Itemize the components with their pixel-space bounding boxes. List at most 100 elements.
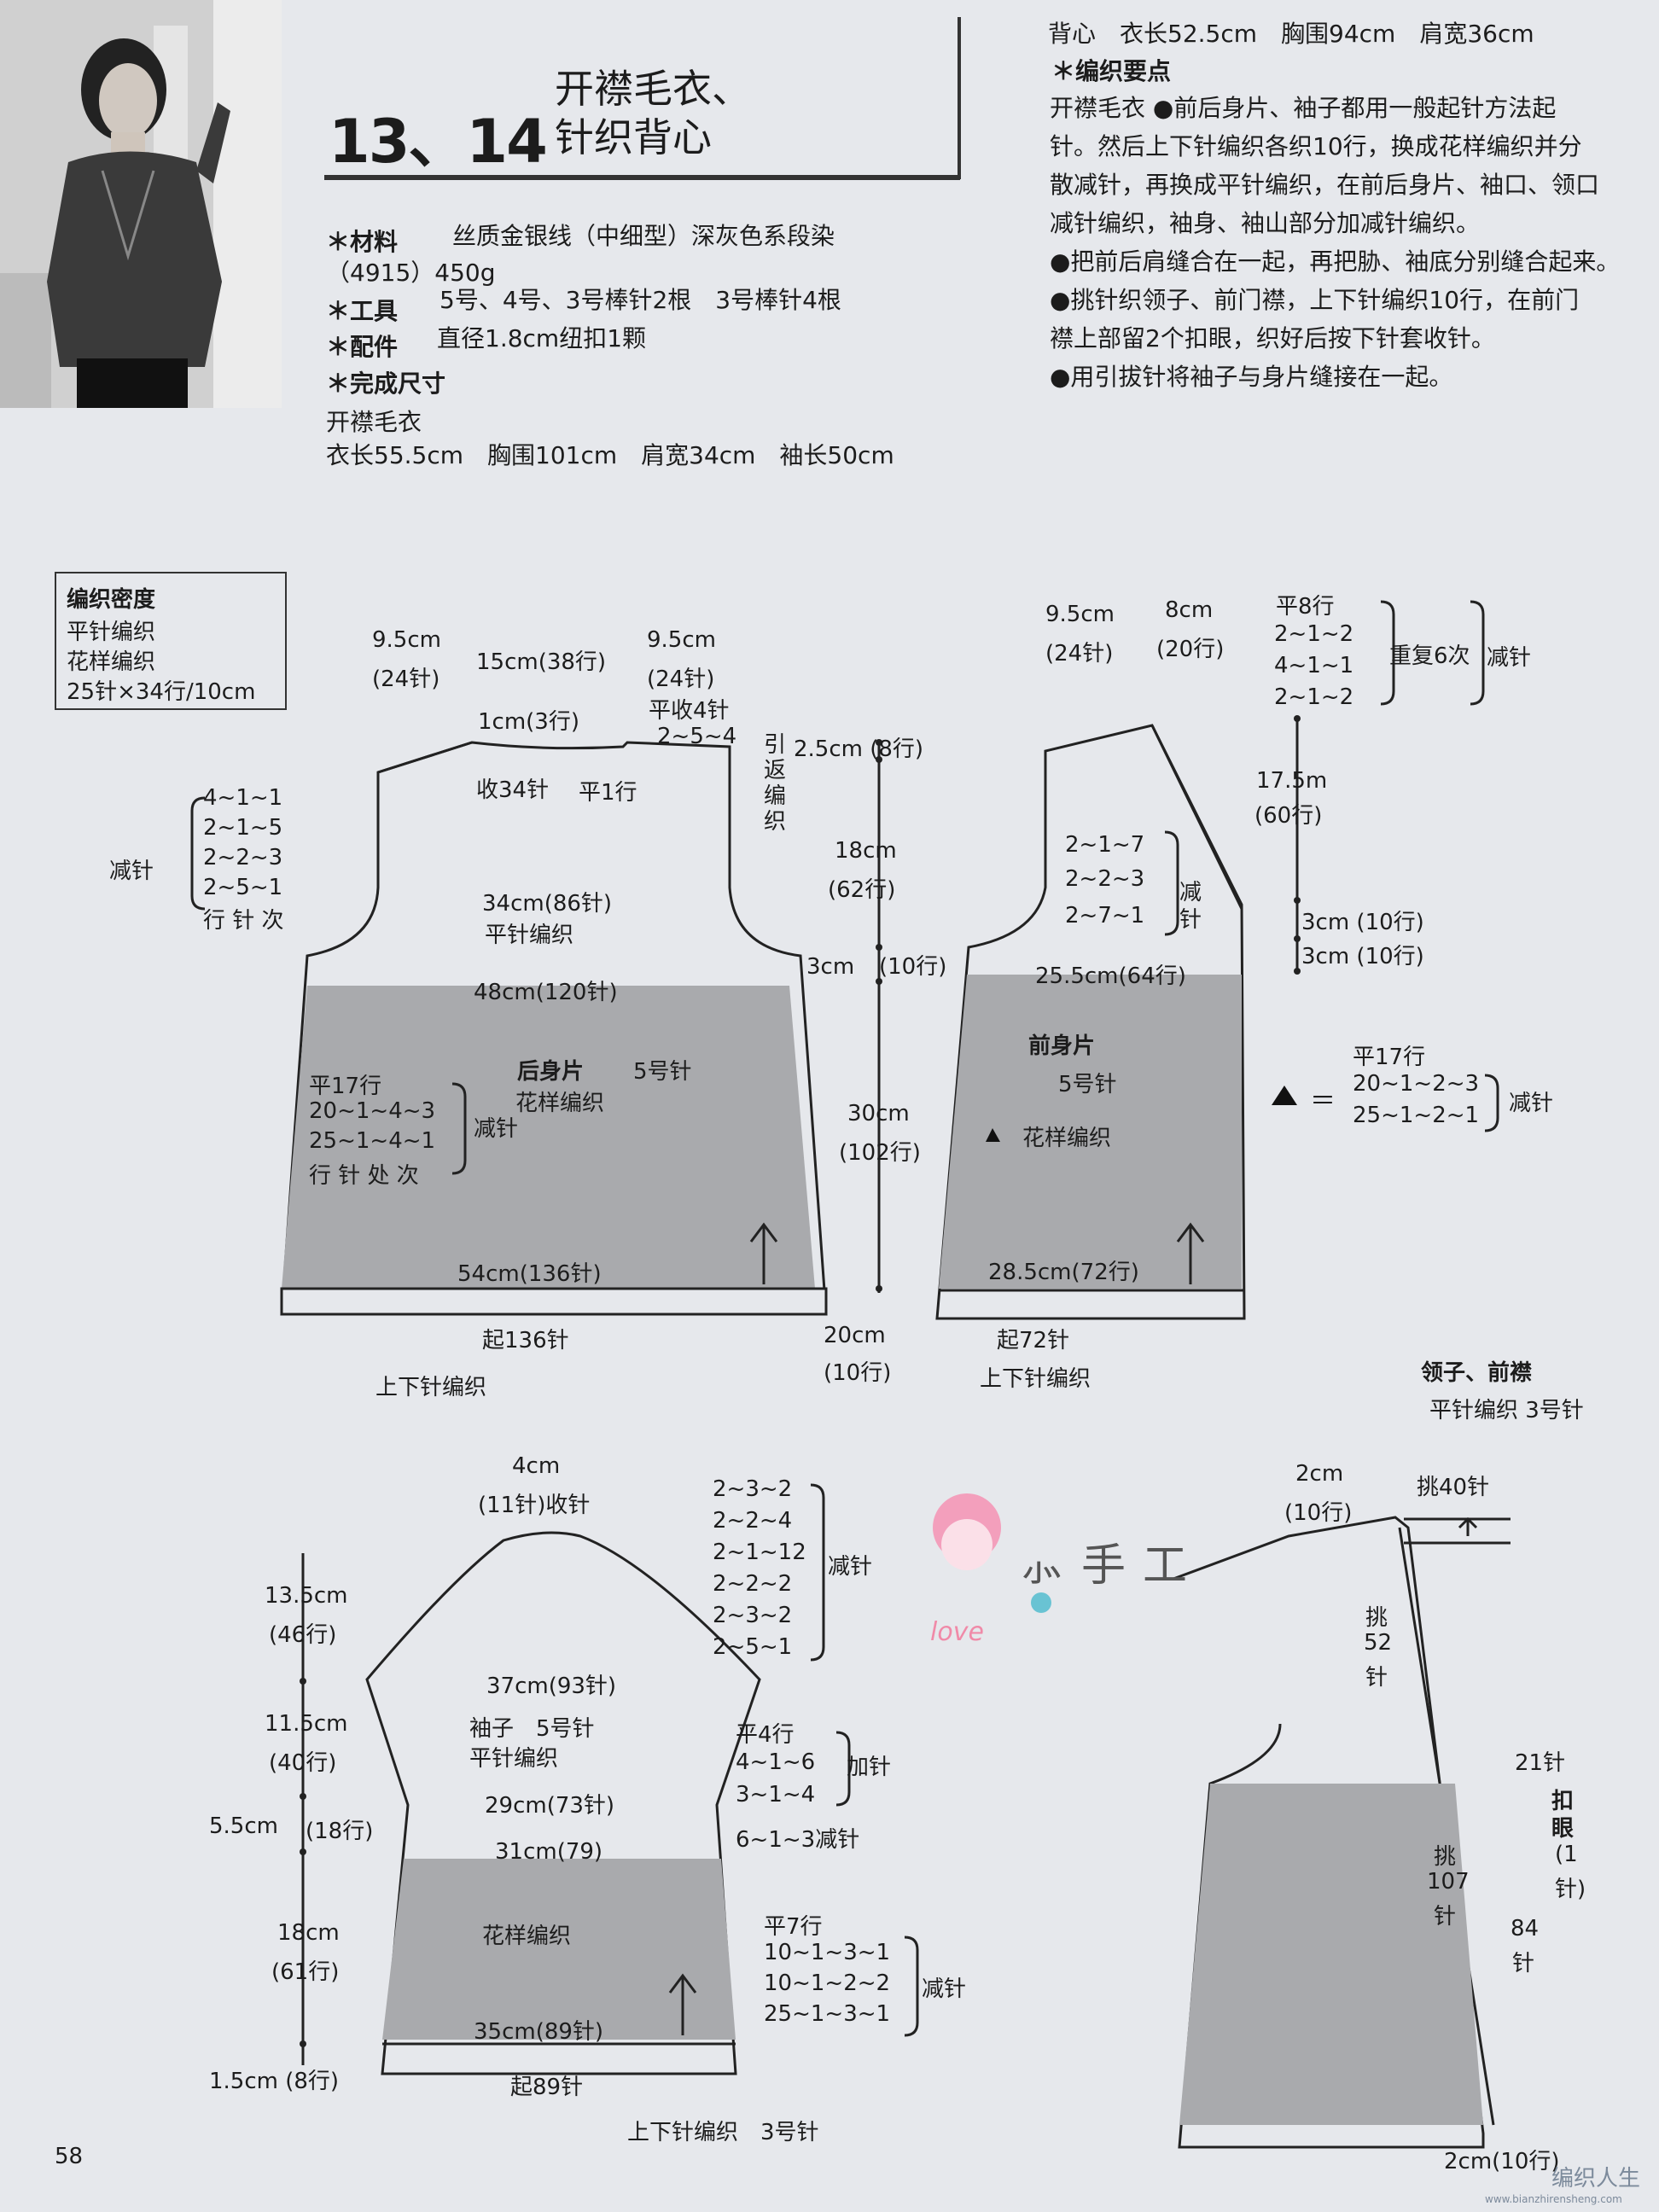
back-upper-stitch: 平针编织 xyxy=(485,923,574,948)
back-armhole-h: 18cm xyxy=(835,838,897,864)
sleeve-lower-rows: (61行) xyxy=(271,1959,340,1985)
front-neck-dec: 2~1~2 xyxy=(1274,684,1354,710)
back-bind-2: 2~5~4 xyxy=(657,724,737,749)
cardigan-size: 衣长55.5cm 胸围101cm 肩宽34cm 袖长50cm xyxy=(326,441,894,469)
front-body-outline xyxy=(935,724,1246,1320)
cardigan-label: 开襟毛衣 xyxy=(326,408,422,436)
sleeve-cap-dec-label: 减针 xyxy=(828,1554,873,1580)
sleeve-mid-width: 29cm(73针) xyxy=(485,1793,615,1819)
sleeve-body-rows: (40行) xyxy=(269,1750,337,1776)
title-sideline xyxy=(958,17,961,179)
front-neck-dec: 平8行 xyxy=(1276,594,1335,620)
front-rib-label: 上下针编织 xyxy=(980,1366,1091,1392)
front-neck-dec: 4~1~1 xyxy=(1274,653,1354,678)
front-neck-rows: (60行) xyxy=(1254,803,1323,829)
accessories-value: 直径1.8cm纽扣1颗 xyxy=(437,324,647,352)
back-mid-rows: (10行) xyxy=(879,954,947,980)
sleeve-cast-on: 起89针 xyxy=(510,2075,584,2100)
sleeve-cap-h: 13.5cm xyxy=(265,1583,348,1609)
back-top-left-2: (24针) xyxy=(372,667,440,692)
back-pattern: 花样编织 xyxy=(515,1091,605,1116)
back-side-dec-label: 减针 xyxy=(474,1116,519,1142)
back-body-h: 30cm xyxy=(847,1101,910,1126)
front-meas-a: 3cm (10行) xyxy=(1301,910,1424,935)
back-side-dec: 行 针 处 次 xyxy=(309,1163,419,1189)
back-bind: 平收4针 xyxy=(649,698,730,724)
gauge-box xyxy=(55,572,287,710)
front-arm-dec: 2~7~1 xyxy=(1065,903,1145,928)
sleeve-inc-label: 加针 xyxy=(847,1755,892,1780)
instruction-line: 开襟毛衣 ●前后身片、袖子都用一般起针方法起 xyxy=(1050,94,1557,122)
front-name: 前身片 xyxy=(1028,1033,1096,1059)
sleeve-cap-dec: 2~3~2 xyxy=(713,1603,793,1628)
collar-subtitle: 平针编织 3号针 xyxy=(1429,1398,1584,1423)
key-label: ＊编织要点 xyxy=(1051,57,1172,85)
pattern-number: 13、14 xyxy=(329,107,548,177)
triangle-marker xyxy=(986,1128,1000,1142)
back-rib-label: 上下针编织 xyxy=(375,1375,487,1400)
back-pattern-area xyxy=(282,986,815,1289)
back-short-rows: 引返编织 xyxy=(764,732,787,835)
collar-pick107: 107 xyxy=(1427,1869,1470,1895)
sleeve-stitch: 平针编织 xyxy=(469,1746,559,1772)
back-arm-dec: 2~1~5 xyxy=(203,815,283,841)
collar-title: 领子、前襟 xyxy=(1421,1360,1533,1386)
instruction-line: ●把前后肩缝合在一起，再把胁、袖底分别缝合起来。 xyxy=(1050,247,1621,276)
back-neck-dec: 收34针 xyxy=(476,777,550,803)
watermark-site: 编织人生 xyxy=(1551,2166,1641,2192)
back-arm-dec-label: 减针 xyxy=(109,859,154,884)
back-upper-width: 34cm(86针) xyxy=(482,891,613,917)
back-armhole-rows: (62行) xyxy=(828,877,896,903)
gauge-line: 花样编织 xyxy=(67,649,156,675)
collar-pick52: 挑 xyxy=(1365,1605,1388,1631)
sleeve-cap-dec: 2~2~4 xyxy=(713,1508,793,1534)
instruction-line: ●用引拔针将袖子与身片缝接在一起。 xyxy=(1050,363,1453,391)
front-neck-h: 17.5m xyxy=(1256,768,1328,794)
sleeve-top-w: 4cm xyxy=(512,1453,561,1479)
tools-value: 5号、4号、3号棒针2根 3号棒针4根 xyxy=(439,286,841,314)
collar-buttonhole: 眼 xyxy=(1551,1816,1575,1842)
back-top-mid: 15cm(38行) xyxy=(476,649,607,675)
back-arm-dec: 2~5~1 xyxy=(203,875,283,900)
title-line-1: 开襟毛衣、 xyxy=(555,66,751,112)
accessories-label: ＊配件 xyxy=(326,333,399,361)
front-arm-dec-label: 减针 xyxy=(1179,880,1202,933)
collar-pick40: 挑40针 xyxy=(1417,1475,1490,1500)
instruction-line: ●挑针织领子、前门襟，上下针编织10行，在前门 xyxy=(1050,286,1580,314)
back-arm-dec: 2~2~3 xyxy=(203,845,283,870)
sleeve-inc: 3~1~4 xyxy=(736,1782,816,1807)
model-illustration xyxy=(0,0,282,408)
sleeve-pat-width: 31cm(79) xyxy=(495,1839,603,1865)
front-pattern-area xyxy=(939,975,1242,1289)
front-needle: 5号针 xyxy=(1058,1072,1117,1097)
collar-buttonhole: 针) xyxy=(1555,1877,1586,1902)
front-arm-dec: 2~1~7 xyxy=(1065,832,1145,858)
vest-size: 背心 衣长52.5cm 胸围94cm 肩宽36cm xyxy=(1048,20,1534,48)
back-top-right-2: (24针) xyxy=(647,667,715,692)
sleeve-lower-h: 18cm xyxy=(277,1920,340,1946)
front-arm-dec: 2~2~3 xyxy=(1065,866,1145,892)
back-name: 后身片 xyxy=(517,1059,585,1085)
instruction-line: 散减针，再换成平针编织，在前后身片、袖口、领口 xyxy=(1050,171,1600,199)
material-value: 丝质金银线（中细型）深灰色系段染 xyxy=(452,222,835,250)
sleeve-cap-dec: 2~2~2 xyxy=(713,1571,793,1597)
sleeve-body-h: 11.5cm xyxy=(265,1711,348,1737)
sleeve-pattern: 花样编织 xyxy=(482,1924,572,1949)
front-neck-repeat: 重复6次 xyxy=(1389,643,1470,669)
instruction-line: 减针编织，袖身、袖山部分加减针编织。 xyxy=(1050,209,1481,237)
material-weight: （4915）450g xyxy=(326,259,496,287)
sleeve-rib-h: 1.5cm (8行) xyxy=(209,2069,340,2094)
sleeve-lower-dec-label: 减针 xyxy=(922,1976,967,2002)
collar-st21: 21针 xyxy=(1515,1750,1566,1776)
back-hem-width: 54cm(136针) xyxy=(457,1261,602,1287)
instruction-line: 襟上部留2个扣眼，织好后按下针套收针。 xyxy=(1050,324,1495,352)
back-side-dec: 平17行 xyxy=(309,1074,382,1099)
front-hem-width: 28.5cm(72行) xyxy=(988,1260,1139,1285)
back-neck-depth: 1cm(3行) xyxy=(478,709,579,735)
back-body-rows: (102行) xyxy=(839,1140,921,1166)
front-top-mid: 8cm xyxy=(1165,597,1214,623)
back-side-dec: 25~1~4~1 xyxy=(309,1128,436,1154)
sleeve-lower-dec: 平7行 xyxy=(764,1914,823,1940)
material-label: ＊材料 xyxy=(326,228,399,256)
collar-pick52: 针 xyxy=(1365,1665,1388,1691)
